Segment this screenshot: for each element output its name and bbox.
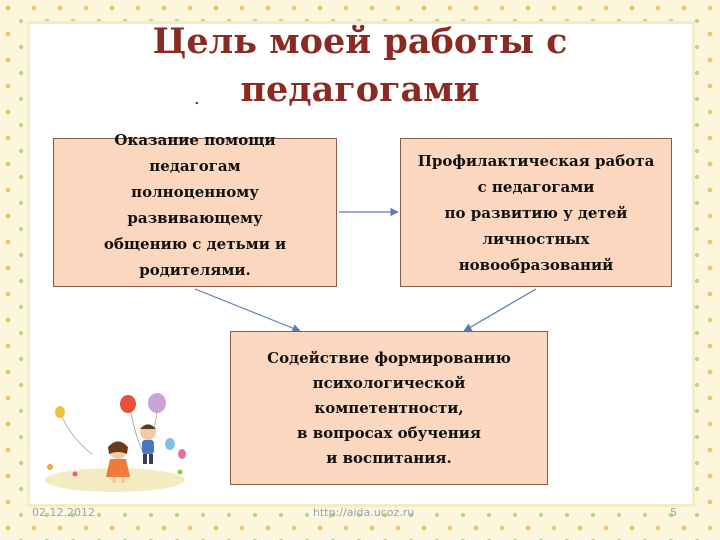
goal-box-competence-text: Содействие формированию психологической … [267,348,511,467]
goal-box-prevention: Профилактическая работа с педагогами по … [400,138,672,287]
title-dot: . [194,88,200,109]
goal-box-consulting-text: Оказание помощи педагогам полноценному р… [103,130,287,279]
slide-title: Цель моей работы с педагогами [152,21,568,110]
footer-page-number: 5 [670,506,677,519]
footer-date: 02.12.2012 [32,506,95,519]
goal-box-consulting: Оказание помощи педагогам полноценному р… [53,131,337,287]
arrow-left-to-bottom [194,288,301,333]
goal-box-prevention-text: Профилактическая работа с педагогами по … [417,151,655,274]
goal-box-competence: Содействие формированию психологической … [230,331,548,485]
arrow-right-to-bottom [463,288,537,332]
footer-url[interactable]: http://aida.ucoz.ru [313,506,415,519]
children-with-balloons-illustration [45,393,186,492]
